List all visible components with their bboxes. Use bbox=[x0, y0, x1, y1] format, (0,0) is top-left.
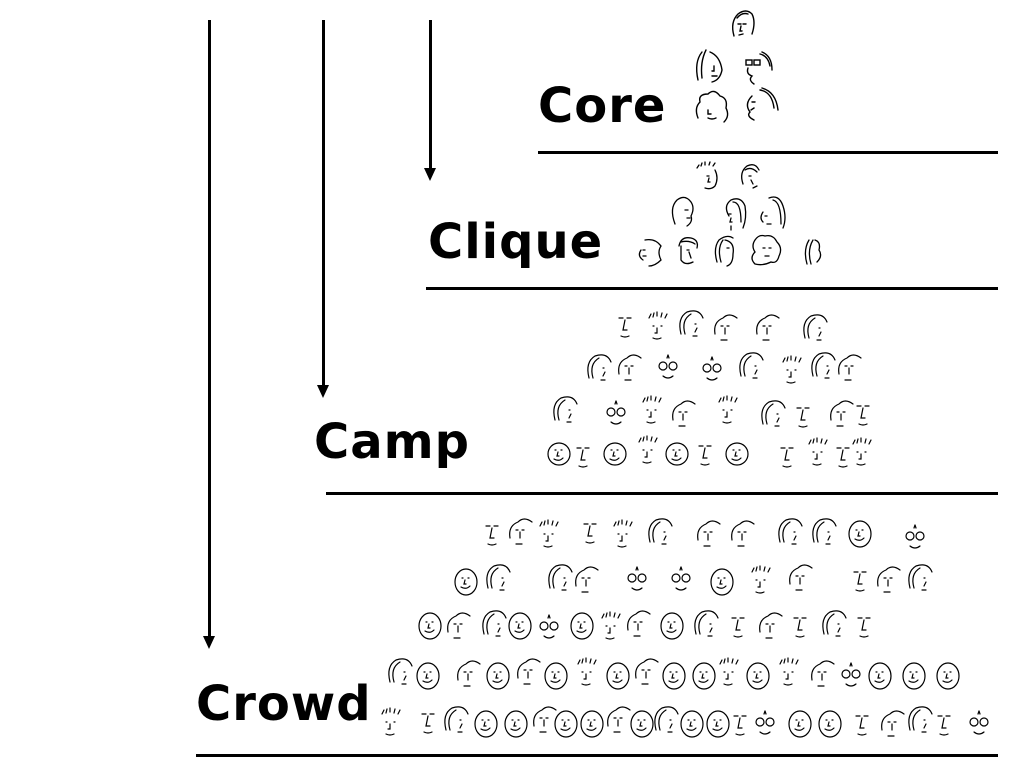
tier-label-camp: Camp bbox=[314, 414, 470, 470]
arrow-down-icon bbox=[203, 636, 215, 649]
tier-label-core: Core bbox=[538, 78, 667, 134]
camp-faces-illustration bbox=[545, 308, 875, 483]
clique-faces-illustration bbox=[635, 160, 835, 280]
arrow-down-icon bbox=[424, 168, 436, 181]
tier-label-crowd: Crowd bbox=[196, 676, 372, 732]
arrow-down-icon bbox=[317, 385, 329, 398]
tier-label-clique: Clique bbox=[428, 214, 604, 270]
arrow-shaft bbox=[208, 20, 211, 642]
tier-divider-camp bbox=[326, 492, 998, 495]
tier-divider-clique bbox=[426, 287, 998, 290]
crowd-faces-illustration bbox=[380, 514, 1000, 755]
tier-divider-core bbox=[538, 151, 998, 154]
tier-divider-crowd bbox=[196, 754, 998, 757]
arrow-shaft bbox=[322, 20, 325, 390]
core-faces-illustration bbox=[690, 6, 790, 136]
arrow-shaft bbox=[429, 20, 432, 175]
